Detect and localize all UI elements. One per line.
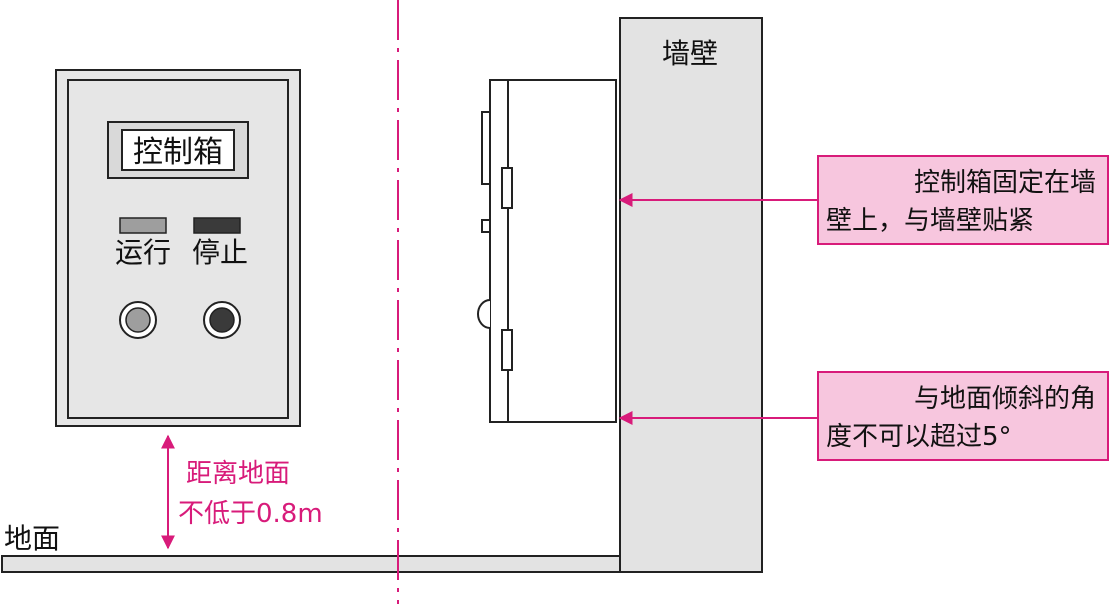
run-indicator-light xyxy=(119,217,167,234)
lower-hinge xyxy=(501,329,513,371)
stop-label: 停止 xyxy=(192,236,248,269)
control-box-label: 控制箱 xyxy=(133,135,223,170)
callout-bottom-line1: 与地面倾斜的角 xyxy=(914,384,1096,414)
stop-indicator-light xyxy=(193,217,241,234)
side-handle xyxy=(481,111,491,185)
run-button-icon xyxy=(119,301,157,339)
side-latch xyxy=(481,219,491,233)
height-note-line2: 不低于0.8m xyxy=(178,499,323,529)
nameplate xyxy=(121,129,235,171)
wall-label: 墙壁 xyxy=(662,37,718,70)
side-knob xyxy=(477,299,491,329)
run-label: 运行 xyxy=(115,236,171,269)
callout-top-line2: 壁上，与墙壁贴紧 xyxy=(826,206,1034,236)
upper-hinge xyxy=(501,167,513,209)
ground-strip xyxy=(1,555,623,573)
callout-top-line1: 控制箱固定在墙 xyxy=(914,168,1096,198)
wall xyxy=(619,17,763,573)
control-box-front-view: 控制箱 运行 停止 xyxy=(55,69,301,427)
callout-bottom-box xyxy=(817,371,1109,461)
ground-label: 地面 xyxy=(4,522,60,555)
stop-button-icon xyxy=(203,301,241,339)
control-box-side-view xyxy=(477,79,617,423)
callout-bottom-line2: 度不可以超过5° xyxy=(826,422,1012,452)
height-note-line1: 距离地面 xyxy=(186,459,290,489)
